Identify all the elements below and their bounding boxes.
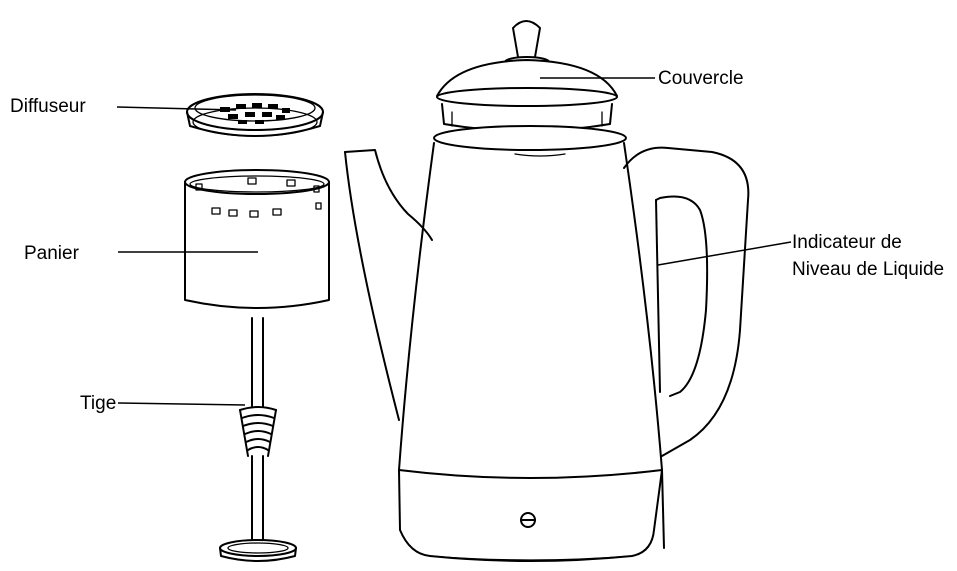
label-couvercle: Couvercle bbox=[658, 68, 744, 90]
leader-indicateur bbox=[658, 242, 791, 265]
leader-tige bbox=[118, 403, 245, 405]
percolator-body bbox=[345, 21, 748, 561]
label-indicateur-line2: Niveau de Liquide bbox=[792, 259, 944, 281]
label-indicateur-line1: Indicateur de bbox=[792, 232, 902, 254]
stem-part bbox=[220, 318, 296, 561]
label-tige: Tige bbox=[80, 393, 116, 415]
label-diffuseur: Diffuseur bbox=[10, 96, 86, 118]
basket-part bbox=[185, 170, 329, 308]
diffuser-part bbox=[187, 94, 323, 136]
label-panier: Panier bbox=[24, 243, 79, 265]
